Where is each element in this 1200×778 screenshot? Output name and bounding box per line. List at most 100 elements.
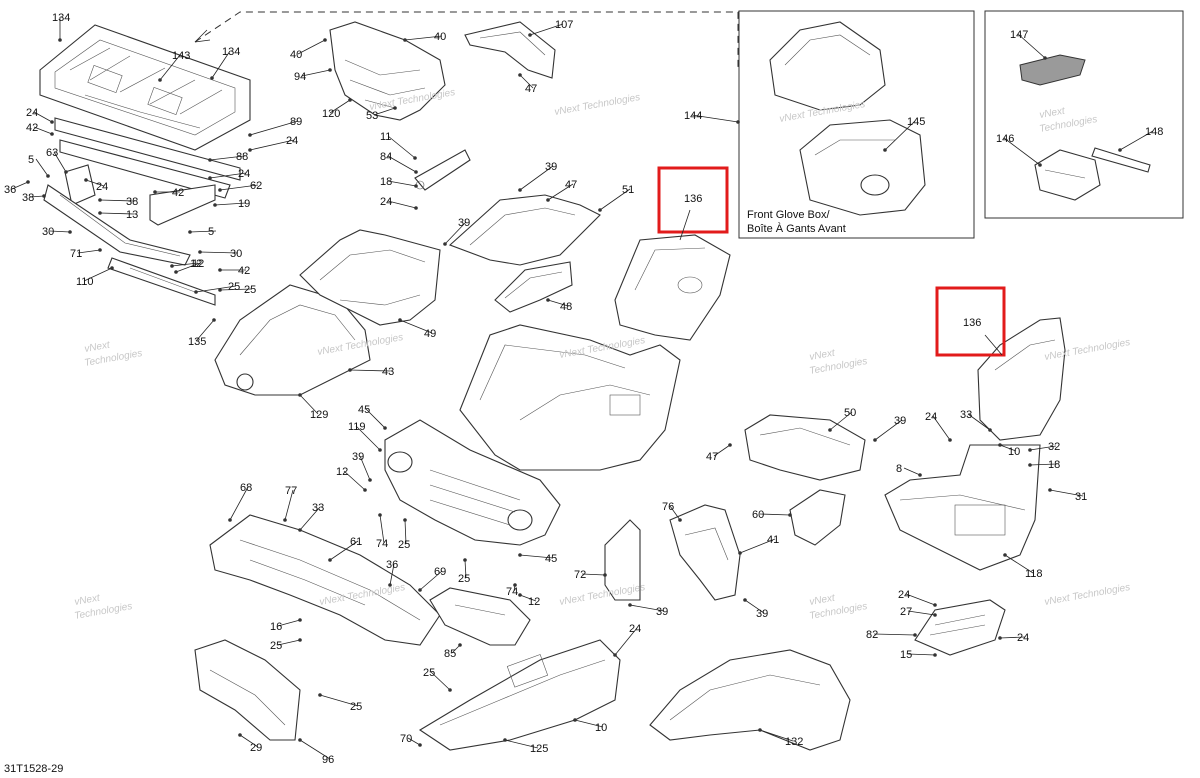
callout-leader: [547, 183, 574, 201]
fastener-mark: [194, 290, 198, 294]
fastener-mark: [50, 132, 54, 136]
fastener-mark: [298, 738, 302, 742]
callout-number: 38: [22, 192, 34, 204]
fastener-mark: [458, 643, 462, 647]
callout-number: 47: [565, 179, 577, 191]
callout-leader: [319, 694, 359, 707]
callout-leader: [529, 23, 564, 36]
callout-number: 5: [208, 226, 214, 238]
bumper-insert-85: [429, 587, 531, 646]
callout-leader: [519, 554, 554, 559]
callout-leader: [967, 413, 991, 431]
callout-leader: [399, 319, 433, 334]
callout-number: 74: [376, 538, 388, 550]
callout-number: 39: [894, 415, 906, 427]
fastener-mark: [348, 368, 352, 372]
callout-leader: [195, 319, 215, 342]
callout-number: 10: [1008, 446, 1020, 458]
fastener-mark: [158, 78, 162, 82]
callout-number: 24: [238, 168, 250, 180]
fastener-mark: [298, 393, 302, 397]
callout-number: 60: [752, 509, 764, 521]
callout-number: 72: [574, 569, 586, 581]
callout-number: 146: [996, 133, 1014, 145]
callout-number: 49: [424, 328, 436, 340]
callout-leader: [547, 299, 569, 307]
part-136-upper: [614, 234, 731, 341]
callout-number: 33: [960, 409, 972, 421]
fastener-mark: [913, 633, 917, 637]
callout-number: 24: [380, 196, 392, 208]
fastener-mark: [1028, 463, 1032, 467]
callout-leader: [389, 563, 395, 586]
highlight-callout-136-upper: 136: [684, 193, 702, 205]
callout-number: 48: [560, 301, 572, 313]
fastener-mark: [208, 158, 212, 162]
fastener-mark: [388, 583, 392, 587]
fastener-mark: [998, 636, 1002, 640]
fastener-mark: [1118, 148, 1122, 152]
fastener-mark: [188, 230, 192, 234]
callout-leader: [430, 671, 451, 691]
front-body-main: [459, 324, 681, 471]
callout-number: 11: [380, 131, 391, 143]
callout-leader: [219, 184, 259, 191]
callout-number: 24: [26, 107, 38, 119]
leader-136-lower: [984, 334, 1003, 356]
fastener-mark: [212, 318, 216, 322]
callout-number: 134: [222, 46, 240, 58]
callout-leader: [85, 179, 105, 187]
callout-number: 50: [844, 407, 856, 419]
fastener-mark: [998, 443, 1002, 447]
callout-number: 39: [545, 161, 557, 173]
fastener-mark: [363, 488, 367, 492]
fastener-mark: [368, 478, 372, 482]
callout-leader: [349, 369, 391, 372]
fastener-mark: [873, 438, 877, 442]
callout-number: 10: [595, 722, 607, 734]
skid-plate-125: [418, 639, 621, 751]
callout-leader: [211, 50, 231, 79]
callout-leader: [999, 636, 1026, 639]
callout-number: 25: [350, 701, 362, 713]
callout-number: 144: [684, 110, 702, 122]
fastener-mark: [248, 133, 252, 137]
fastener-mark: [573, 718, 577, 722]
fastener-mark: [283, 518, 287, 522]
callout-leader: [1049, 489, 1084, 497]
callout-number: 51: [622, 184, 634, 196]
leader-136-upper: [679, 209, 691, 241]
fastener-mark: [933, 603, 937, 607]
fastener-mark: [68, 230, 72, 234]
fastener-mark: [228, 518, 232, 522]
callout-number: 25: [228, 281, 240, 293]
callout-leader: [829, 411, 853, 431]
fastener-mark: [84, 178, 88, 182]
callout-leader: [199, 251, 239, 254]
fastener-mark: [213, 203, 217, 207]
callout-leader: [504, 739, 539, 749]
callout-number: 45: [545, 553, 557, 565]
callout-leader: [903, 467, 921, 476]
callout-number: 88: [236, 151, 248, 163]
callout-leader: [873, 633, 916, 636]
fastener-mark: [218, 268, 222, 272]
callout-number: 63: [46, 147, 58, 159]
callout-number: 40: [434, 31, 446, 43]
footwell-118: [884, 444, 1041, 571]
fastener-mark: [208, 176, 212, 180]
callout-number: 12: [192, 258, 204, 270]
callout-leader: [29, 195, 45, 198]
callout-leader: [451, 644, 461, 654]
callout-leader: [713, 444, 731, 457]
callout-number: 107: [555, 19, 573, 31]
callout-number: 25: [244, 284, 256, 296]
callout-number: 16: [270, 621, 282, 633]
callout-number: 96: [322, 754, 334, 766]
callout-leader: [11, 181, 29, 190]
callout-leader: [33, 126, 53, 135]
callout-leader: [284, 489, 294, 521]
callout-number: 70: [400, 733, 412, 745]
wrench-148: [1091, 147, 1151, 173]
